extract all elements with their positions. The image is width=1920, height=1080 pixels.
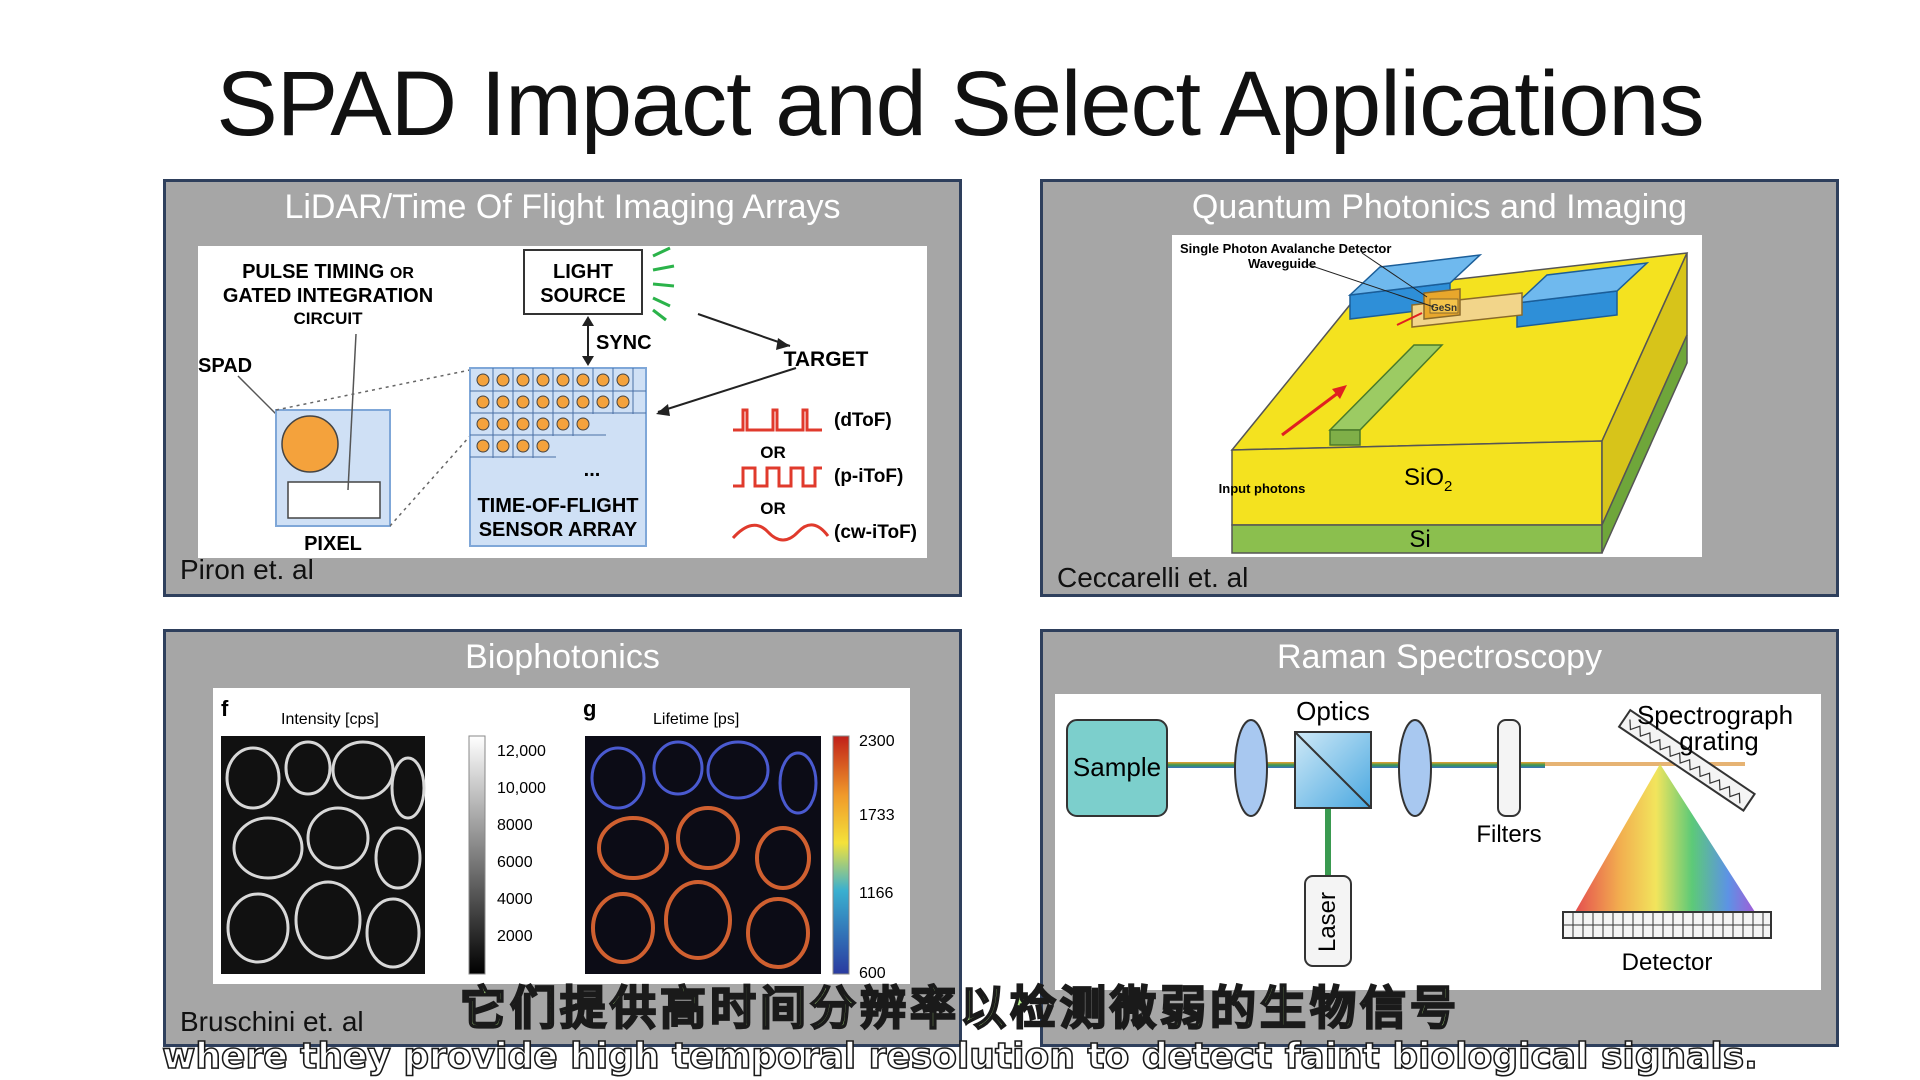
svg-text:4000: 4000 <box>497 891 533 908</box>
sensor-array-dots: ... <box>584 459 601 481</box>
sensor-array-label-2: SENSOR ARRAY <box>479 519 638 541</box>
panel-title-quantum: Quantum Photonics and Imaging <box>1191 188 1688 226</box>
bio-panel-f-letter: f <box>221 696 229 721</box>
panel-quantum: Quantum Photonics and Imaging GeSn Singl… <box>1040 179 1839 597</box>
panel-title-bio: Biophotonics <box>465 638 660 676</box>
cwitof-waveform-icon <box>731 523 830 542</box>
svg-text:2000: 2000 <box>497 928 533 945</box>
credit-quantum: Ceccarelli et. al <box>1057 562 1249 593</box>
or-label-2: OR <box>760 499 786 518</box>
si-label: Si <box>1409 526 1430 553</box>
grating-label: grating <box>1679 726 1759 756</box>
dtof-label: (dToF) <box>834 410 892 431</box>
target-label: TARGET <box>784 348 869 371</box>
figure-quantum: GeSn Single Photon Avalanche Detector Wa… <box>1172 235 1702 557</box>
grating-icon <box>1617 708 1757 812</box>
svg-text:10,000: 10,000 <box>497 780 546 797</box>
spad-detector-label: Single Photon Avalanche Detector <box>1180 241 1391 256</box>
panel-title-lidar: LiDAR/Time Of Flight Imaging Arrays <box>284 188 841 226</box>
laser-label: Laser <box>1314 892 1341 952</box>
input-photons-label: Input photons <box>1219 481 1306 496</box>
panel-bio: Biophotonics f Intensity [cps] <box>163 629 962 1047</box>
detector-icon <box>1562 911 1772 939</box>
sio2-label: SiO2 <box>1404 464 1452 495</box>
svg-text:6000: 6000 <box>497 854 533 871</box>
credit-lidar: Piron et. al <box>180 554 314 585</box>
sensor-array-grid <box>470 368 646 458</box>
svg-text:12,000: 12,000 <box>497 743 546 760</box>
pixel-label: PIXEL <box>304 533 362 555</box>
laser-icon <box>1304 875 1352 967</box>
panel-title-raman: Raman Spectroscopy <box>1276 638 1603 676</box>
light-rays-icon <box>652 246 675 322</box>
lidar-gated-label: GATED INTEGRATION <box>223 285 433 307</box>
spectrograph-label: Spectrograph <box>1637 700 1793 730</box>
gesn-label: GeSn <box>1431 303 1457 314</box>
light-source-label: LIGHT <box>553 261 613 283</box>
lens-right-icon <box>1398 719 1432 817</box>
sync-label: SYNC <box>596 332 652 354</box>
bio-panel-g-letter: g <box>583 696 596 721</box>
lidar-pulse-or: OR <box>390 265 414 282</box>
dtof-waveform-icon <box>733 408 822 432</box>
svg-text:2300: 2300 <box>859 733 895 750</box>
sample-label: Sample <box>1073 752 1161 782</box>
filters-label: Filters <box>1476 821 1541 848</box>
pitof-waveform-icon <box>733 466 822 488</box>
lidar-circuit-label: CIRCUIT <box>294 309 364 328</box>
svg-text:1733: 1733 <box>859 807 895 824</box>
lifetime-label: Lifetime [ps] <box>653 711 739 728</box>
waveguide-label: Waveguide <box>1248 256 1316 271</box>
spad-label: SPAD <box>198 355 252 377</box>
svg-text:8000: 8000 <box>497 817 533 834</box>
intensity-scale-ticks: 12,000 10,000 8000 6000 4000 2000 <box>497 743 546 945</box>
pitof-label: (p-iToF) <box>834 466 903 487</box>
panel-raman: Raman Spectroscopy <box>1040 629 1839 1047</box>
lidar-pulse-label: PULSE TIMING <box>242 261 384 283</box>
subtitle-english: where they provide high temporal resolut… <box>161 1035 1758 1078</box>
detector-label: Detector <box>1622 949 1713 976</box>
subtitle-chinese: 它们提供高时间分辨率以检测微弱的生物信号 <box>459 980 1460 1036</box>
figure-bio: f Intensity [cps] 12,000 10,000 8000 600… <box>213 688 910 984</box>
light-source-label-2: SOURCE <box>540 285 626 307</box>
credit-bio: Bruschini et. al <box>180 1006 364 1037</box>
cwitof-label: (cw-iToF) <box>834 522 917 543</box>
panel-lidar: LiDAR/Time Of Flight Imaging Arrays PULS… <box>163 179 962 597</box>
figure-raman: Sample Optics Filters Laser Spectrograph… <box>1055 694 1821 990</box>
filter-icon <box>1497 719 1521 817</box>
optics-label: Optics <box>1296 696 1370 726</box>
or-label-1: OR <box>760 443 786 462</box>
svg-text:PULSE TIMING OR: PULSE TIMING OR <box>242 261 414 283</box>
figure-lidar: PULSE TIMING OR GATED INTEGRATION CIRCUI… <box>198 246 927 558</box>
intensity-label: Intensity [cps] <box>281 711 379 728</box>
svg-text:600: 600 <box>859 965 886 982</box>
sensor-array-label: TIME-OF-FLIGHT <box>477 495 638 517</box>
slide-title: SPAD Impact and Select Applications <box>216 53 1704 155</box>
lifetime-scale-ticks: 2300 1733 1166 600 <box>859 733 895 982</box>
lens-left-icon <box>1234 719 1268 817</box>
svg-text:1166: 1166 <box>859 885 894 902</box>
